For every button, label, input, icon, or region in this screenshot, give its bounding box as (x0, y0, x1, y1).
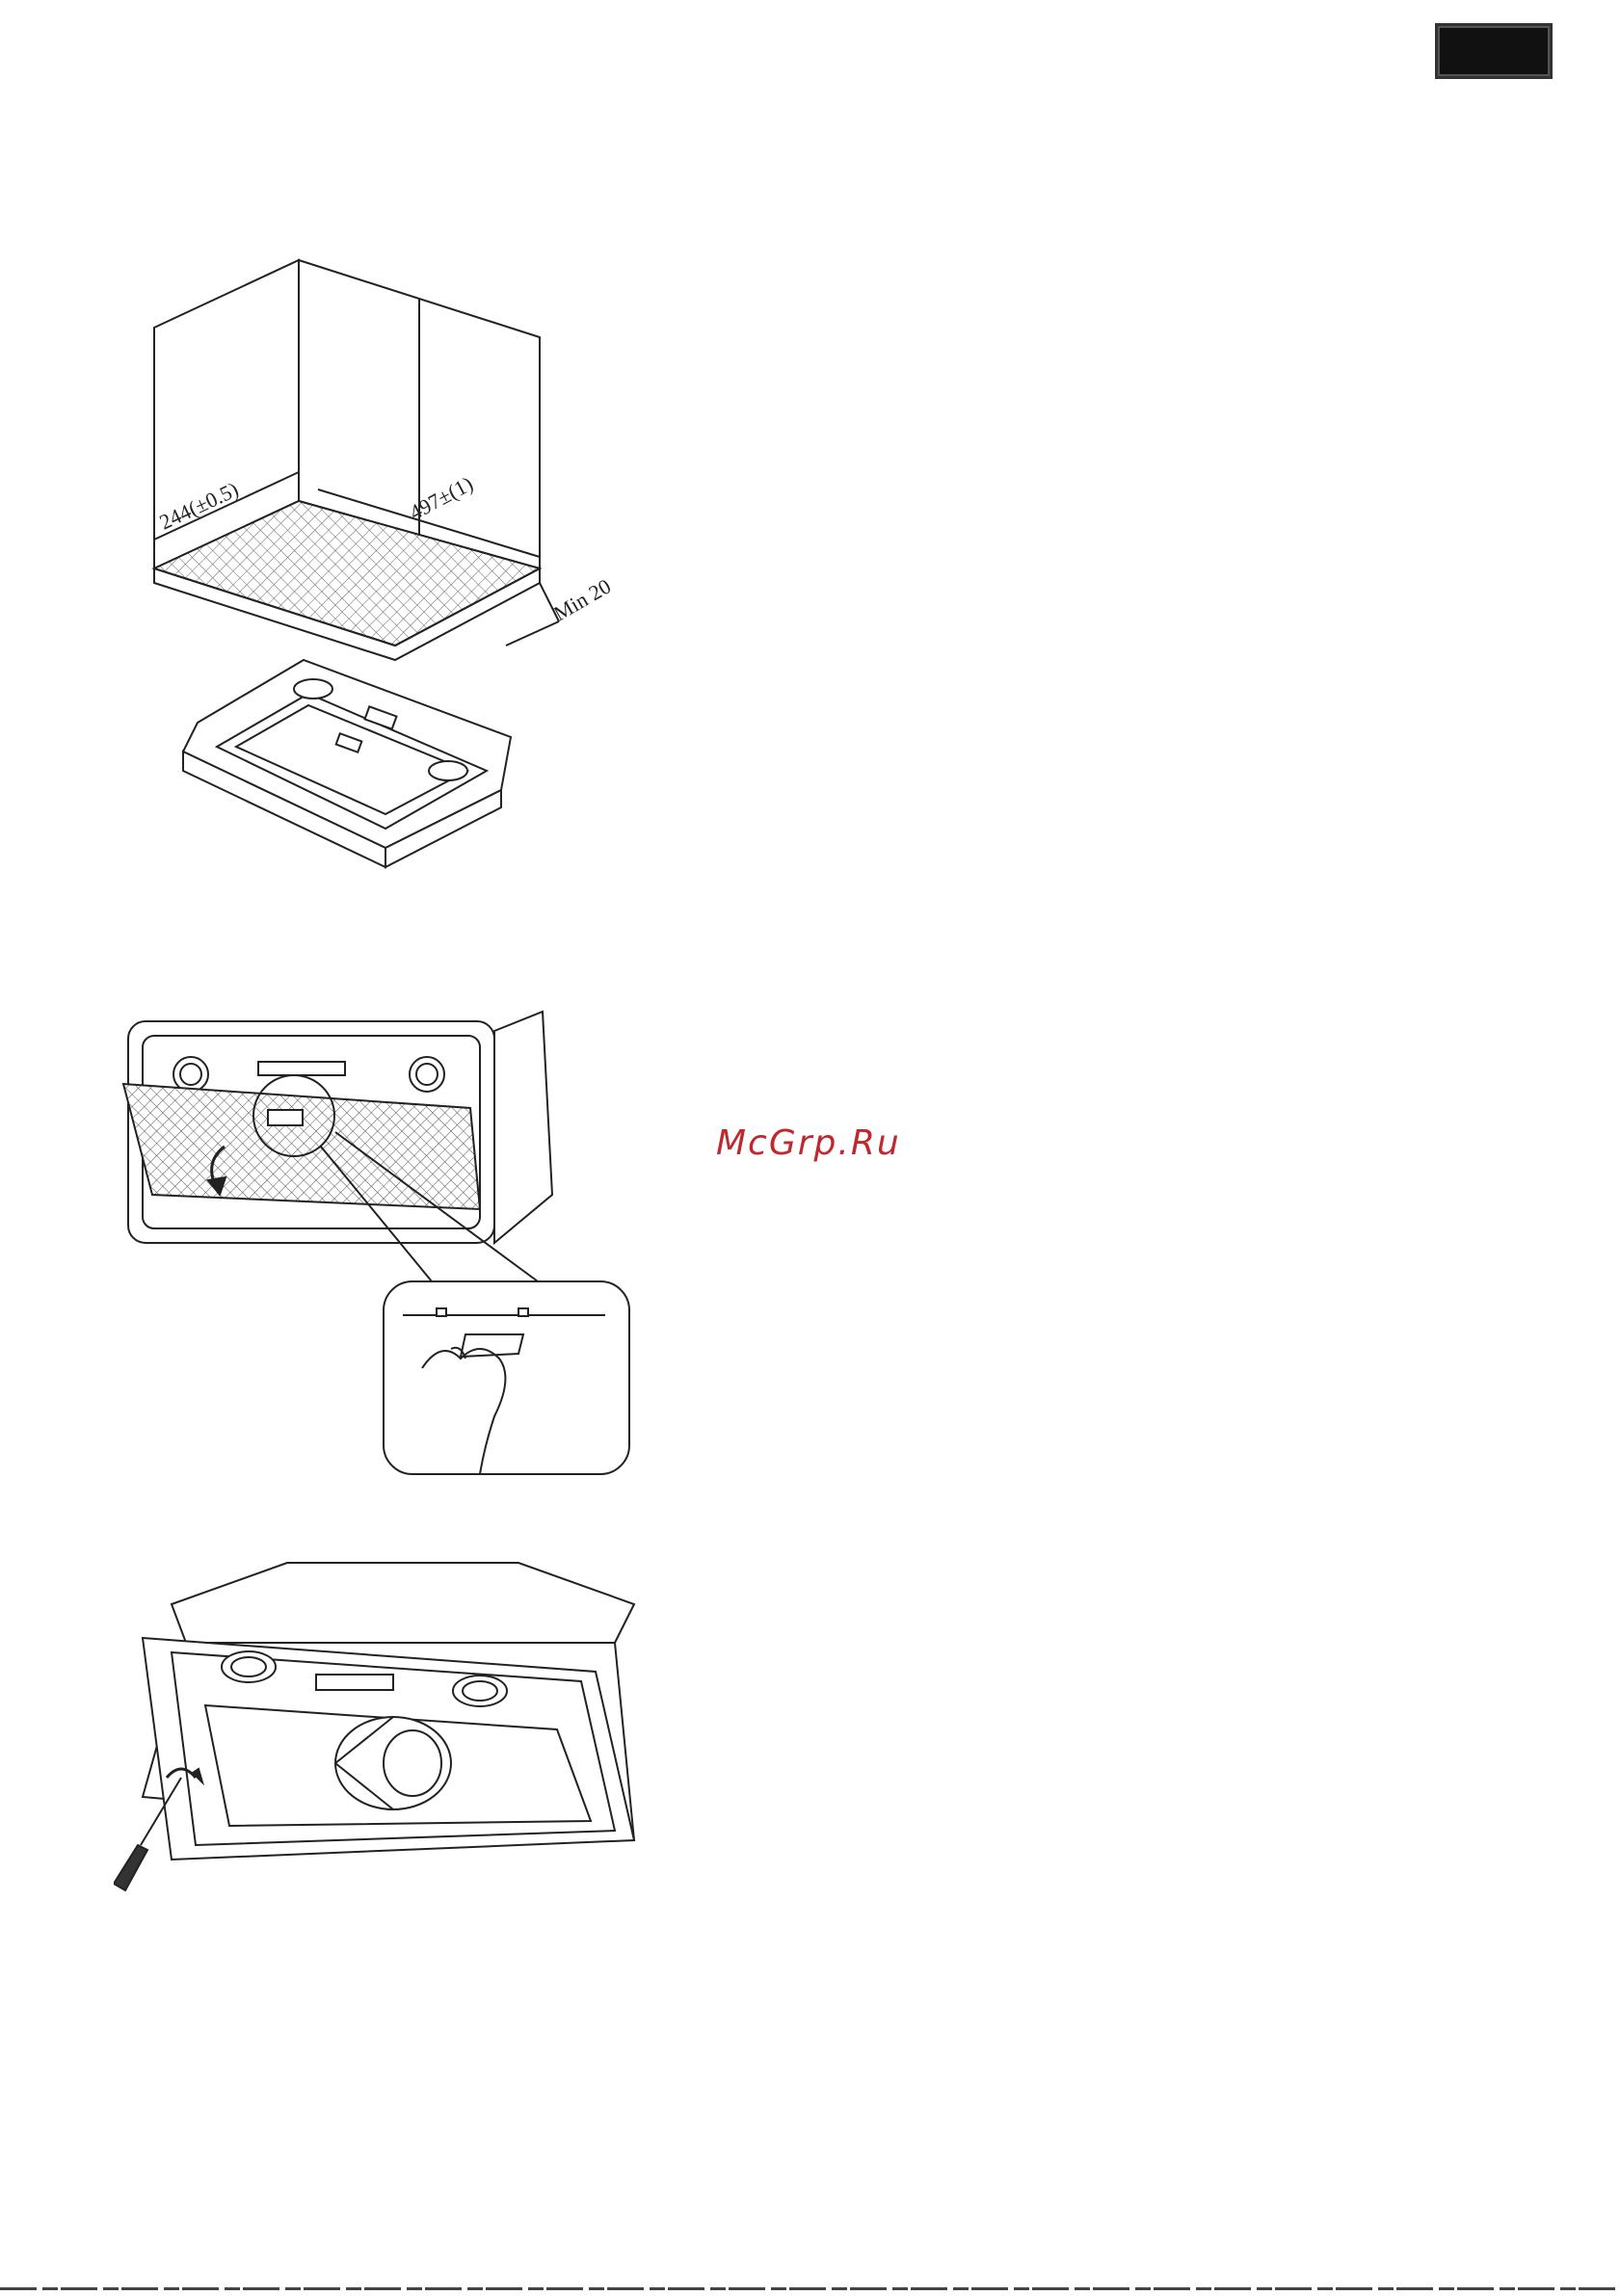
watermark-text: McGrp.Ru (716, 1123, 901, 1163)
filter-removal-drawing (114, 1002, 653, 1503)
screw-removal-drawing (114, 1551, 653, 1898)
filter-removal-figure (114, 1002, 653, 1503)
bottom-edge-rule (0, 2287, 1620, 2290)
page-number-tab (1435, 23, 1553, 79)
screw-removal-figure (114, 1551, 653, 1898)
installation-dimensions-figure: 244(±0.5) 497±(1) Min 20 (145, 251, 646, 886)
dimension-gap-label: Min 20 (549, 574, 615, 626)
cabinet-hood-drawing: 244(±0.5) 497±(1) Min 20 (145, 251, 646, 886)
